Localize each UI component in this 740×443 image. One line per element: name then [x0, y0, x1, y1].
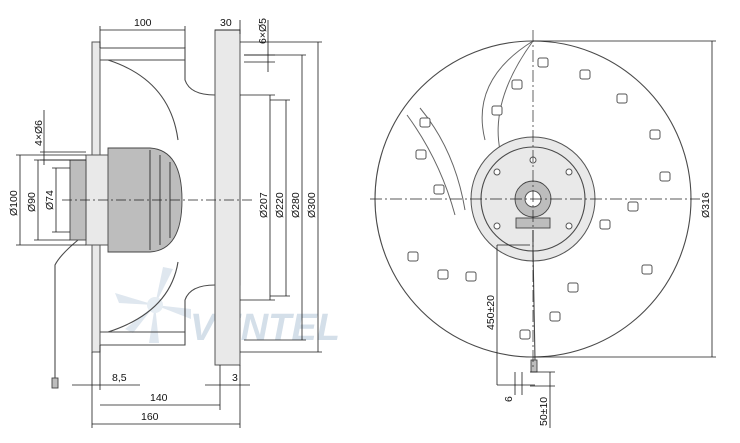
dim-label-160: 160	[141, 411, 159, 423]
dim-label-300: Ø300	[306, 192, 318, 218]
dim-label-85: 8,5	[112, 372, 127, 384]
dim-label-450: 450±20	[485, 295, 497, 330]
dim-label-280: Ø280	[290, 192, 302, 218]
inlet-ring	[214, 29, 241, 366]
dim-label-6: 6	[503, 396, 515, 402]
dim-label-207: Ø207	[258, 192, 270, 218]
dim-label-100: 100	[134, 17, 152, 29]
dim-label-220: Ø220	[274, 192, 286, 218]
front-dimensions: Ø316 450±20 6 50±10	[485, 40, 716, 428]
dim-label-holes-top: 6×Ø5	[257, 18, 269, 44]
dim-label-d100: Ø100	[8, 190, 20, 216]
dim-label-holes-left: 4×Ø6	[33, 120, 45, 146]
front-cable-end	[530, 359, 538, 373]
side-view	[51, 29, 255, 389]
blade-curve-bottom	[107, 261, 179, 333]
dim-label-3: 3	[232, 372, 238, 384]
side-cable	[54, 239, 79, 380]
dim-label-d90: Ø90	[26, 192, 38, 212]
blade-curve-top	[107, 59, 179, 141]
front-view	[370, 30, 700, 373]
dim-label-140: 140	[150, 392, 168, 404]
side-dimensions: 100 30 6×Ø5 Ø207 Ø220 Ø280 Ø300 Ø100	[8, 17, 322, 428]
watermark-text: VENTEL	[190, 307, 340, 349]
motor-housing	[107, 147, 183, 253]
dim-label-50: 50±10	[538, 397, 550, 426]
dim-label-316: Ø316	[700, 192, 712, 218]
blade-tabs	[407, 57, 671, 340]
impeller-blades	[406, 40, 534, 216]
dim-label-d74: Ø74	[44, 190, 56, 210]
side-cable-end	[51, 377, 59, 389]
dim-label-30: 30	[220, 17, 232, 29]
